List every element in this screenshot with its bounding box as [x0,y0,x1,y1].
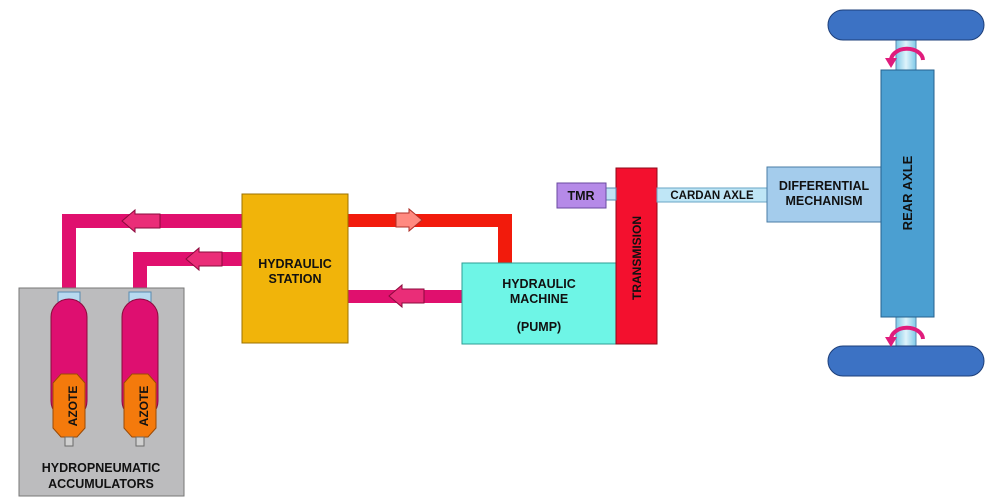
azote-valve-left [64,436,74,447]
differential-label-line1: DIFFERENTIAL [779,179,870,193]
azote-label-left: AZOTE [66,386,80,427]
hydraulic-machine-label-line2: MACHINE [510,292,568,306]
pipe-to-outer-accumulator-vertical [62,214,76,294]
arrow-left-middle [185,246,223,272]
hydraulic-station-label-line1: HYDRAULIC [258,257,332,271]
red-pipe-horizontal [346,214,512,227]
tmr-block [556,182,607,209]
tmr-label: TMR [567,189,594,203]
red-pipe-vertical [498,214,512,266]
rear-axle-label: REAR AXLE [900,155,915,230]
transmision-block [615,167,658,345]
hydraulic-station-label-line2: STATION [268,272,321,286]
azote-label-right: AZOTE [137,386,151,427]
hydraulic-machine-label-line3: (PUMP) [517,320,561,334]
wheel-top [827,9,985,41]
azote-chamber-left [52,373,86,438]
azote-valve-right [135,436,145,447]
accumulators-label-line1: HYDROPNEUMATIC [42,461,161,475]
wheel-bottom [827,345,985,377]
arrow-left-upper [121,208,161,234]
rear-axle [880,69,935,318]
accumulators-label-line2: ACCUMULATORS [48,477,154,491]
pipe-to-inner-accumulator-vertical [133,252,147,294]
cardan-axle-label: CARDAN AXLE [670,190,754,202]
rotation-arrow-icon-bottom [885,325,925,347]
rotation-arrow-icon-top [885,46,925,68]
arrow-left-return [388,283,425,309]
hydraulic-machine-label-line1: HYDRAULIC [502,277,576,291]
hydraulic-machine [461,262,618,345]
arrow-right-red-pipe [395,207,423,233]
hydraulic-station [241,193,349,344]
azote-chamber-right [123,373,157,438]
transmision-label: TRANSMISION [630,216,644,300]
differential-label-line2: MECHANISM [785,194,862,208]
differential-mechanism [766,166,882,223]
